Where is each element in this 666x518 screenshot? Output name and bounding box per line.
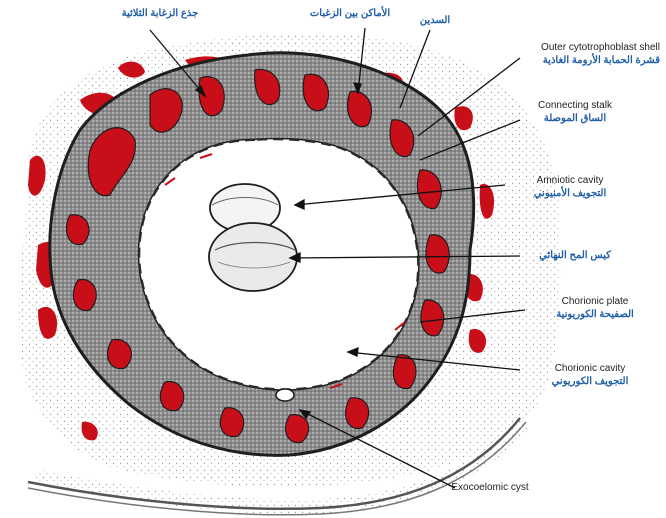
connecting-stalk-label-en: Connecting stalk: [515, 100, 635, 111]
chorionic-plate-label-en: Chorionic plate: [540, 296, 650, 307]
outer-shell-label-en: Outer cytotrophoblast shell: [506, 42, 660, 53]
yolk-sac-label-ar: كيس المح النهائي: [525, 250, 625, 261]
exocoelomic-cyst-label-en: Exocoelomic cyst: [430, 482, 550, 493]
yolk-sac: [209, 223, 297, 291]
amniotic-cavity-label-en: Amniotic cavity: [510, 175, 630, 186]
exocoelomic-cyst: [276, 389, 294, 401]
intervillous-space-label-ar: الأماكن بين الزغبات: [290, 8, 410, 19]
outer-shell-label-ar: قشرة الحمابة الأرومة الغاذية: [506, 55, 660, 66]
connecting-stalk-label-ar: الساق الموصلة: [515, 113, 635, 124]
stem-villi-label-ar: جذع الزغابة الثلاثية: [80, 8, 240, 19]
amniotic-cavity-label-ar: التجويف الأمنيوني: [510, 188, 630, 199]
chorionic-cavity-label-ar: التجويف الكوريوني: [535, 376, 645, 387]
chorionic-plate-label-ar: الصفيحة الكوريونية: [540, 309, 650, 320]
chorionic-cavity-label-en: Chorionic cavity: [535, 363, 645, 374]
decidua-label-ar: السدين: [405, 15, 465, 26]
